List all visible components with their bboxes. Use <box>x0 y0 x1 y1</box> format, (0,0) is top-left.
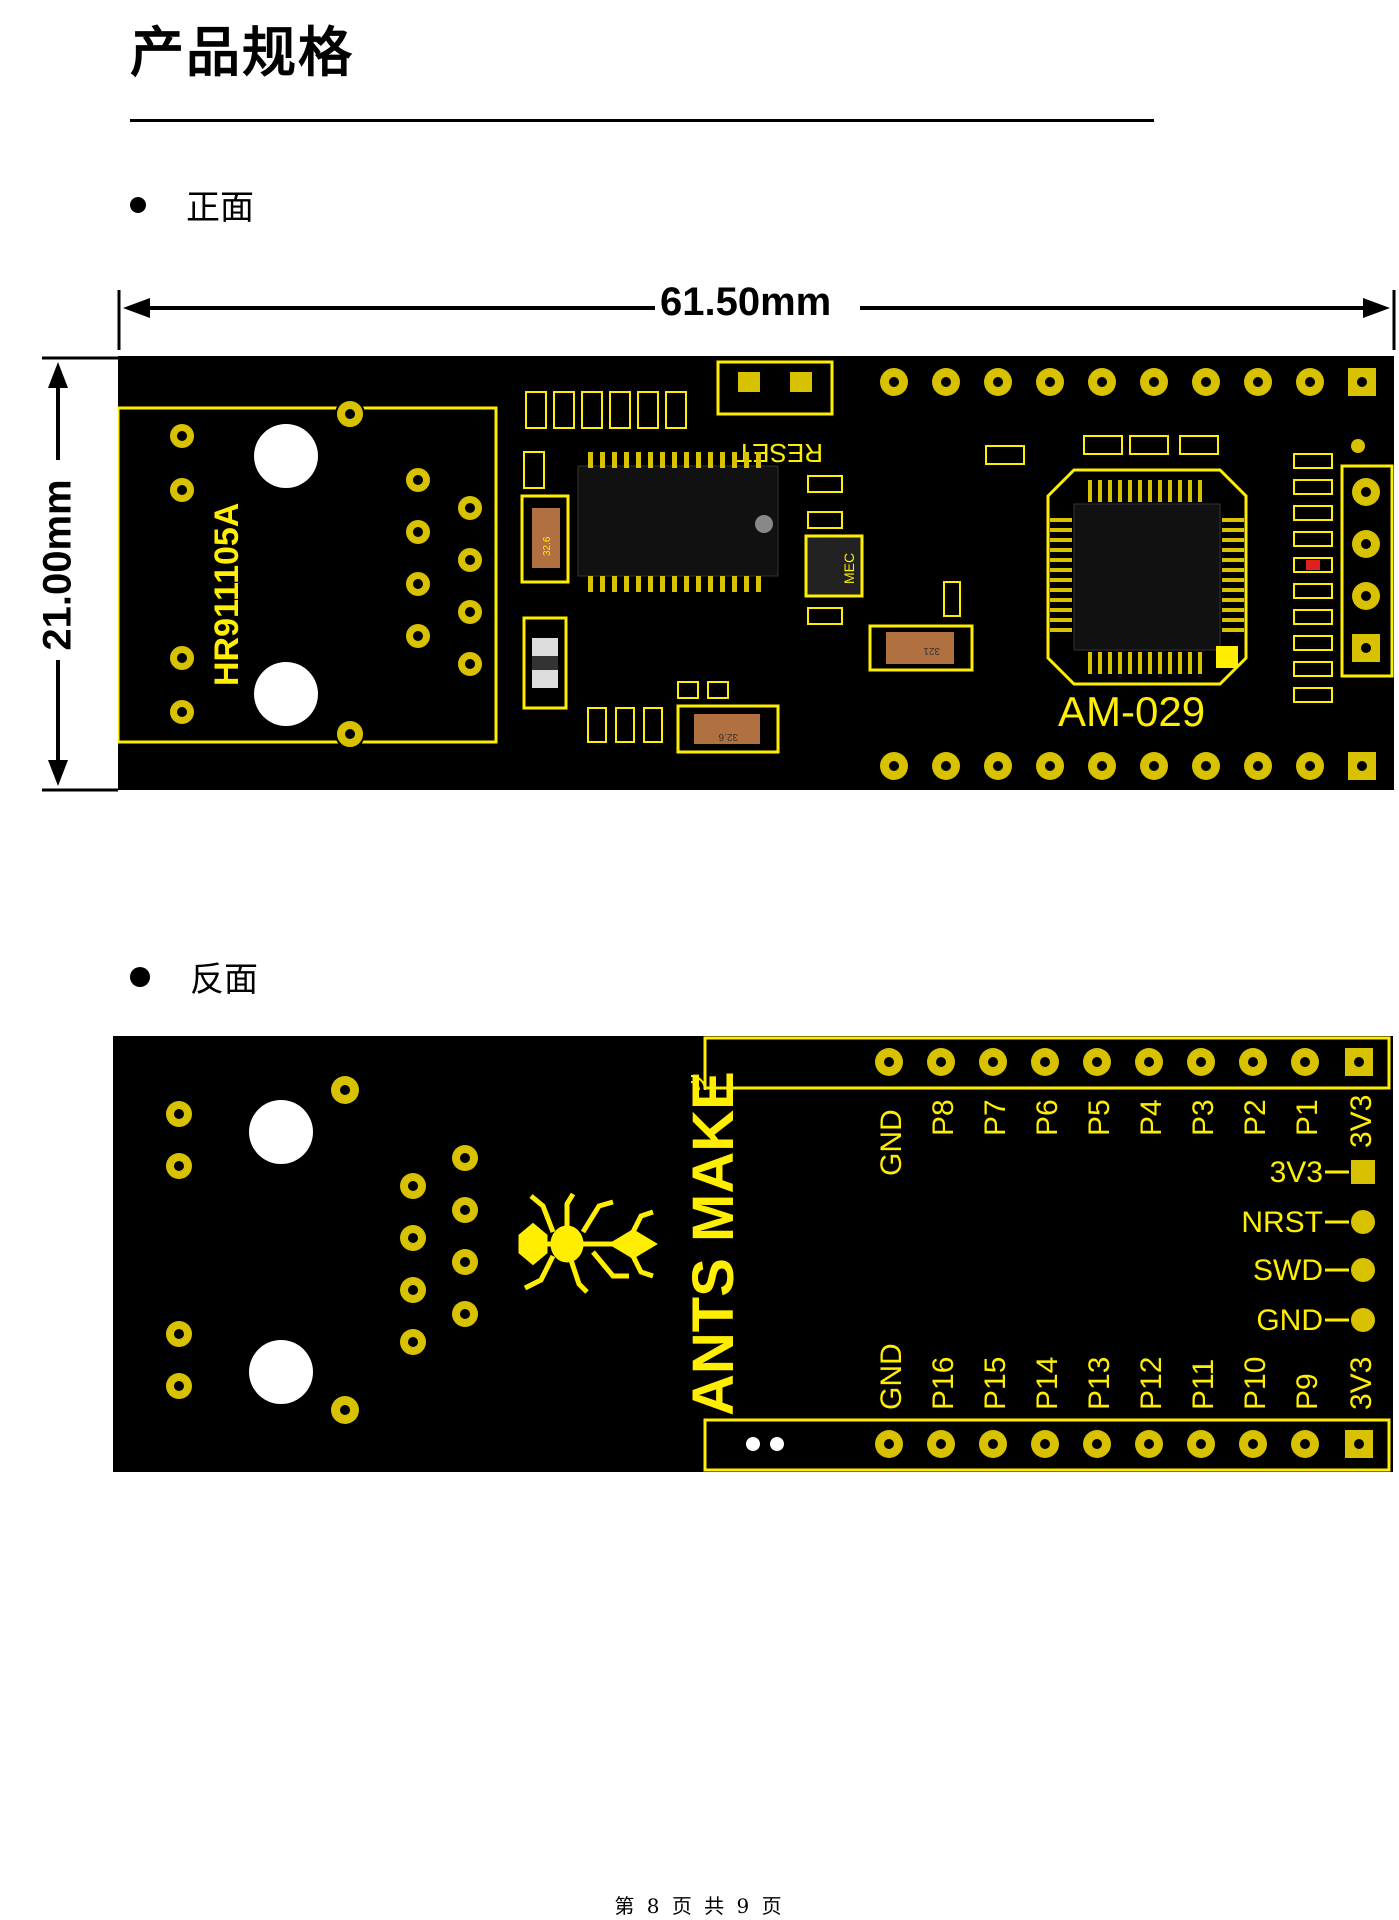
top-row-pin-labels: GND P8 P7 P6 P5 P4 P3 P2 P1 3V3 <box>875 1095 1378 1176</box>
bullet-icon <box>130 196 146 213</box>
pin-label: P11 <box>1187 1359 1220 1410</box>
height-dimension-label: 21.00mm <box>35 479 80 651</box>
pin-label: P9 <box>1291 1373 1324 1410</box>
pin-label: P4 <box>1135 1099 1168 1136</box>
side-pin-labels: 3V3 NRST SWD GND <box>1241 1156 1323 1337</box>
pin-label: 3V3 <box>1345 1095 1378 1148</box>
bottom-row-pin-labels: GND P16 P15 P14 P13 P12 P11 P10 P9 3V3 <box>875 1343 1378 1410</box>
page-footer: 第 8 页 共 9 页 <box>614 1894 785 1918</box>
pin-label: P1 <box>1291 1099 1324 1136</box>
side-pin-label: SWD <box>1253 1254 1323 1287</box>
pin-label: P10 <box>1239 1357 1272 1410</box>
front-dimension-lines <box>42 290 1396 792</box>
pin-label: P12 <box>1135 1357 1168 1410</box>
pin-label: P8 <box>927 1099 960 1136</box>
pin-label: P15 <box>979 1357 1012 1410</box>
pin-label: 3V3 <box>1345 1357 1378 1410</box>
pin-label: GND <box>875 1109 908 1176</box>
pin-label: P13 <box>1083 1357 1116 1410</box>
back-section-heading: 反面 <box>130 952 258 1001</box>
pin-label: P3 <box>1187 1099 1220 1136</box>
back-heading-text: 反面 <box>190 960 258 1000</box>
reset-label: RESET <box>736 438 823 468</box>
front-section-heading: 正面 <box>130 180 254 229</box>
pcb-back-image: ANTS MAKE GND P8 P7 P6 P5 P4 P3 P2 P1 <box>113 1036 1393 1472</box>
pcb-front-image: HR911105A RESET 32.6 MEC <box>118 356 1394 790</box>
pin-label: P7 <box>979 1099 1012 1136</box>
front-heading-text: 正面 <box>186 188 254 228</box>
bullet-icon <box>130 966 150 987</box>
pin-label: GND <box>875 1343 908 1410</box>
side-pin-label: NRST <box>1241 1206 1323 1239</box>
rj45-outline <box>118 406 498 744</box>
pin-label: P16 <box>927 1357 960 1410</box>
side-pin-label: GND <box>1256 1304 1323 1337</box>
title-divider <box>130 119 1154 122</box>
brand-label: ANTS MAKE <box>681 1071 746 1416</box>
pin-label: P5 <box>1083 1099 1116 1136</box>
cap-label-c: 321 <box>923 645 940 656</box>
pin-label: P14 <box>1031 1357 1064 1410</box>
model-label: AM-029 <box>1058 688 1205 735</box>
front-bottom-header-pads <box>880 752 1376 780</box>
ant-logo <box>518 1192 658 1294</box>
crystal-label: MEC <box>841 553 857 584</box>
cap-label-a: 32.6 <box>542 536 553 556</box>
pin-label: P2 <box>1239 1099 1272 1136</box>
pin-label: P6 <box>1031 1099 1064 1136</box>
page-title: 产品规格 <box>130 20 354 84</box>
side-pin-label: 3V3 <box>1270 1156 1323 1189</box>
cap-label-b: 32.6 <box>718 731 738 742</box>
width-dimension-label: 61.50mm <box>660 280 832 324</box>
connector-part-label: HR911105A <box>208 503 246 686</box>
front-top-header-pads <box>880 368 1376 396</box>
